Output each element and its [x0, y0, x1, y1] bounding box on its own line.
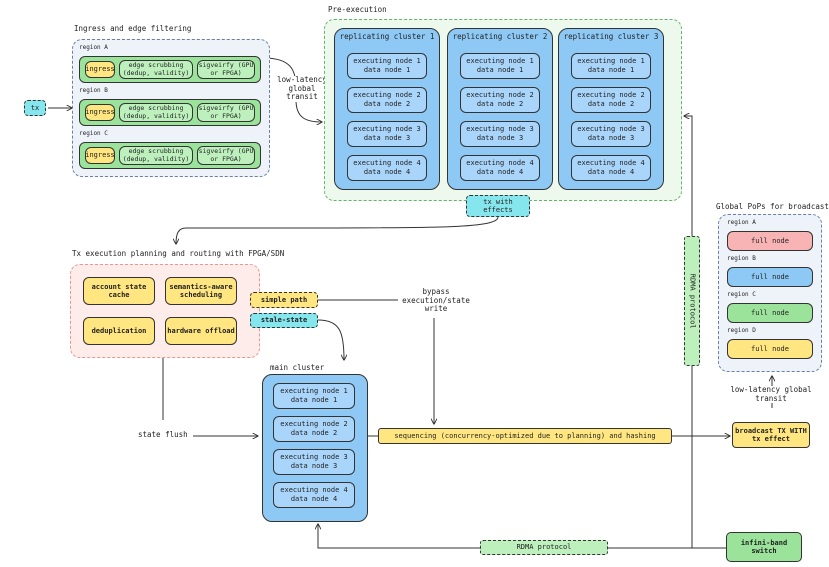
region-label: region B	[79, 87, 108, 94]
main-cluster-title: main cluster	[270, 363, 325, 372]
sigverify-box: sigveirfy (GPU or FPGA)	[197, 146, 255, 165]
tx-pill: tx	[24, 100, 46, 116]
edge-scrubbing-box: edge scrubbing (dedup, validity)	[119, 146, 193, 165]
rdma-vertical-box: RDMA protocol	[684, 236, 700, 366]
semantics-scheduling-box: semantics-aware scheduling	[165, 277, 237, 305]
full-node-region-b: full node	[727, 267, 813, 287]
sigverify-box: sigveirfy (GPU or FPGA)	[197, 60, 255, 79]
hardware-offload-box: hardware offload	[165, 317, 237, 345]
stale-state-box: stale-state	[250, 313, 318, 328]
pre-execution-title: Pre-execution	[328, 5, 387, 14]
planning-group: account state cache semantics-aware sche…	[70, 264, 260, 358]
full-node-region-a: full node	[727, 231, 813, 251]
cluster-title: replicating cluster 3	[563, 32, 659, 41]
sigverify-box: sigveirfy (GPU or FPGA)	[197, 103, 255, 122]
full-node-region-d: full node	[727, 339, 813, 359]
region-label: region D	[727, 327, 756, 334]
region-label: region B	[727, 255, 756, 262]
simple-path-box: simple path	[250, 292, 318, 308]
ingress-box: ingress	[85, 61, 115, 78]
global-pops-group: region A full node region B full node re…	[718, 214, 822, 372]
state-flush-label: state flush	[136, 430, 190, 440]
account-state-cache-box: account state cache	[83, 277, 155, 305]
edge-scrubbing-box: edge scrubbing (dedup, validity)	[119, 103, 193, 122]
region-label: region C	[727, 291, 756, 298]
ingress-box: ingress	[85, 104, 115, 121]
full-node-region-c: full node	[727, 303, 813, 323]
tx-with-effects-box: tx with effects	[466, 195, 530, 217]
region-label: region A	[727, 219, 756, 226]
stale-state-arrow	[317, 319, 344, 360]
infiniband-switch-box: infini-band switch	[726, 532, 802, 562]
transit-label: low-latency global transit	[272, 75, 332, 102]
region-label: region C	[79, 130, 108, 137]
region-label: region A	[79, 44, 108, 51]
sequencing-box: sequencing (concurrency-optimized due to…	[378, 428, 672, 444]
broadcast-box: broadcast TX WITH tx effect	[732, 422, 810, 448]
planning-title: Tx execution planning and routing with F…	[72, 249, 285, 258]
cluster-title: replicating cluster 2	[452, 32, 548, 41]
global-pops-title: Global PoPs for broadcast	[716, 202, 829, 211]
bypass-label: bypass execution/state write	[398, 287, 474, 314]
cluster-title: replicating cluster 1	[339, 32, 435, 41]
ingress-group: region A ingress edge scrubbing (dedup, …	[72, 39, 270, 177]
ingress-box: ingress	[85, 147, 115, 164]
broadcast-transit-label: low-latency global transit	[728, 385, 814, 404]
edge-scrubbing-box: edge scrubbing (dedup, validity)	[119, 60, 193, 79]
rdma-bottom-box: RDMA protocol	[480, 540, 608, 555]
deduplication-box: deduplication	[83, 317, 155, 345]
ingress-group-title: Ingress and edge filtering	[74, 24, 192, 33]
effects-arrow	[176, 216, 499, 244]
